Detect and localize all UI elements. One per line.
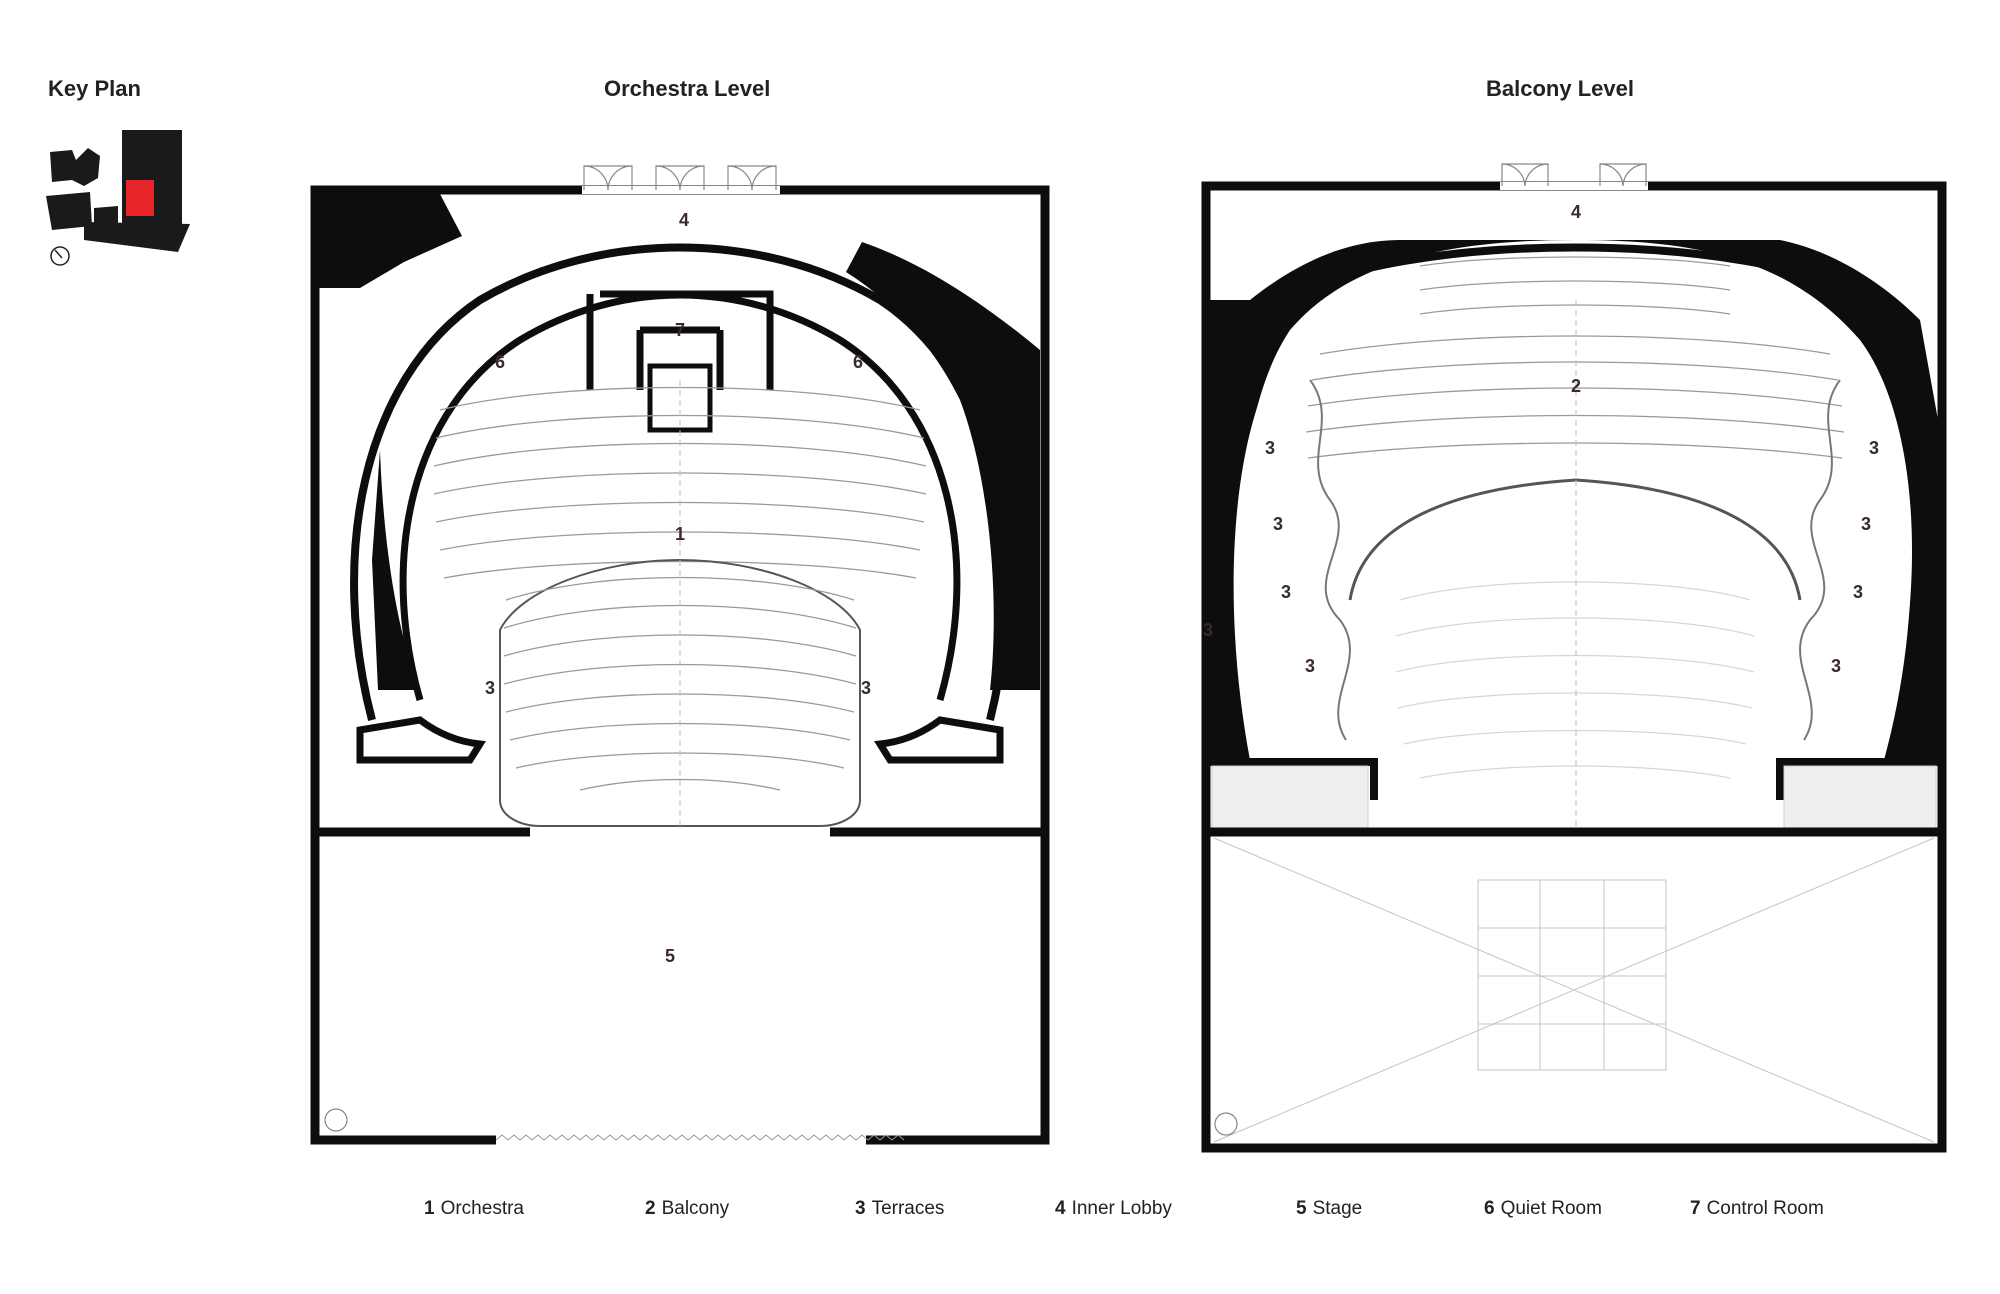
orchestra-label-7: 7 (675, 320, 685, 340)
legend-label: Quiet Room (1500, 1198, 1602, 1219)
balcony-label-3-d: 3 (1305, 656, 1315, 676)
key-plan-title: Key Plan (48, 76, 141, 101)
orchestra-right-stair-wall (874, 716, 1004, 764)
orchestra-plan: 1 3 3 4 5 6 6 7 (310, 165, 1050, 1145)
balcony-label-3-b: 3 (1273, 514, 1283, 534)
balcony-label-3-g: 3 (1853, 582, 1863, 602)
orchestra-left-side-mass (372, 450, 420, 690)
balcony-label-3-a: 3 (1265, 438, 1275, 458)
balcony-surround-mass (1210, 240, 1938, 760)
balcony-label-3-f: 3 (1861, 514, 1871, 534)
legend-label: Stage (1312, 1198, 1363, 1219)
orchestra-parterre-edge (499, 558, 861, 827)
balcony-right-lower-wall (1776, 758, 1938, 800)
orchestra-stage-zigzag (495, 1134, 905, 1141)
balcony-label-2: 2 (1571, 376, 1581, 396)
balcony-label-4: 4 (1571, 202, 1581, 222)
balcony-stage-lift-icon (1214, 1112, 1238, 1136)
control-room-booth (647, 363, 713, 433)
legend-number: 1 (424, 1198, 435, 1219)
orchestra-label-5: 5 (665, 946, 675, 966)
legend-label: Inner Lobby (1071, 1198, 1172, 1219)
balcony-right-hatch (1783, 765, 1937, 829)
legend-number: 4 (1055, 1198, 1066, 1219)
orchestra-label-4: 4 (679, 210, 689, 230)
legend-label: Balcony (661, 1198, 730, 1219)
orchestra-label-3-right: 3 (861, 678, 871, 698)
balcony-entry-doors (1501, 163, 1647, 187)
legend-number: 3 (855, 1198, 866, 1219)
orchestra-stage-lift-icon (324, 1108, 348, 1132)
orchestra-entry (582, 186, 780, 194)
key-plan-highlight (126, 180, 154, 216)
legend-number: 7 (1690, 1198, 1701, 1219)
balcony-left-hatch (1211, 765, 1369, 829)
legend-label: Orchestra (440, 1198, 524, 1219)
north-arrow-icon (50, 246, 70, 266)
balcony-label-3-c: 3 (1281, 582, 1291, 602)
balcony-lobby-arc-wall (1277, 243, 1873, 304)
balcony-lower-ghost-rows (1395, 581, 1755, 779)
balcony-auditorium-floor (1233, 244, 1912, 760)
key-plan-block-a (50, 148, 100, 186)
balcony-plan: 2 3 3 3 3 3 3 3 3 3 4 (1201, 163, 1947, 1153)
orchestra-left-stair-wall (356, 716, 486, 764)
balcony-stage-fly-lines (1213, 837, 1935, 1143)
north-arrow-needle (54, 249, 63, 259)
orchestra-label-6-left: 6 (495, 352, 505, 372)
control-room-wall (586, 290, 774, 390)
legend-number: 6 (1484, 1198, 1495, 1219)
legend-number: 2 (645, 1198, 656, 1219)
key-plan-block-d (84, 222, 190, 252)
orchestra-level-title: Orchestra Level (604, 76, 771, 101)
balcony-right-terrace-rail (1799, 379, 1841, 741)
balcony-left-lower-wall (1210, 758, 1378, 800)
balcony-level-title: Balcony Level (1486, 76, 1634, 101)
balcony-label-3-h: 3 (1831, 656, 1841, 676)
orchestra-entry-doors (583, 165, 777, 191)
balcony-label-3-i: 3 (1203, 620, 1213, 640)
legend-label: Terraces (871, 1198, 945, 1219)
orchestra-label-6-right: 6 (853, 352, 863, 372)
legend-number: 5 (1296, 1198, 1307, 1219)
orchestra-label-3-left: 3 (485, 678, 495, 698)
legend-label: Control Room (1706, 1198, 1824, 1219)
orchestra-ring-outer (350, 243, 1011, 722)
balcony-entry (1500, 182, 1648, 190)
balcony-left-terrace-rail (1309, 379, 1351, 741)
orchestra-ring-inner (399, 291, 961, 701)
balcony-label-3-e: 3 (1869, 438, 1879, 458)
orchestra-right-mass (846, 242, 1040, 690)
orchestra-left-mass (318, 194, 462, 288)
key-plan-block-b (46, 192, 92, 230)
balcony-seat-rows (1305, 256, 1845, 459)
orchestra-label-1: 1 (675, 524, 685, 544)
key-plan (46, 130, 190, 266)
